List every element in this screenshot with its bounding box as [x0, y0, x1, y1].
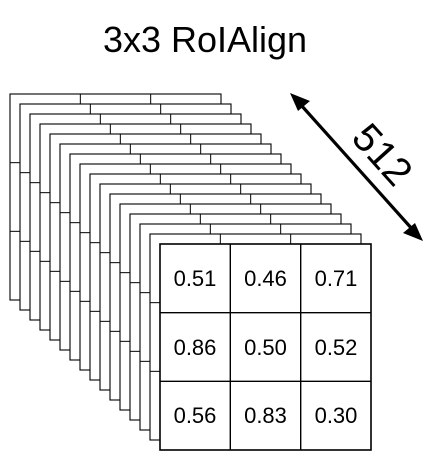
grid-cell-value: 0.86: [174, 335, 217, 360]
title: 3x3 RoIAlign: [103, 19, 307, 60]
grid-cell-value: 0.46: [244, 266, 287, 291]
grid-cell-value: 0.50: [244, 335, 287, 360]
front-grid-border: [159, 243, 372, 451]
depth-arrow-icon: [290, 93, 423, 241]
grid-cell-value: 0.52: [315, 335, 358, 360]
grid-cell-value: 0.51: [174, 266, 217, 291]
grid-cell-value: 0.83: [244, 403, 287, 428]
channel-count-label: 512: [343, 115, 420, 194]
grid-cell-value: 0.56: [174, 403, 217, 428]
grid-cell-value: 0.71: [315, 266, 358, 291]
grid-cell-value: 0.30: [315, 403, 358, 428]
front-grid: 0.51 0.46 0.71 0.86 0.50 0.52 0.56 0.83 …: [159, 243, 372, 451]
